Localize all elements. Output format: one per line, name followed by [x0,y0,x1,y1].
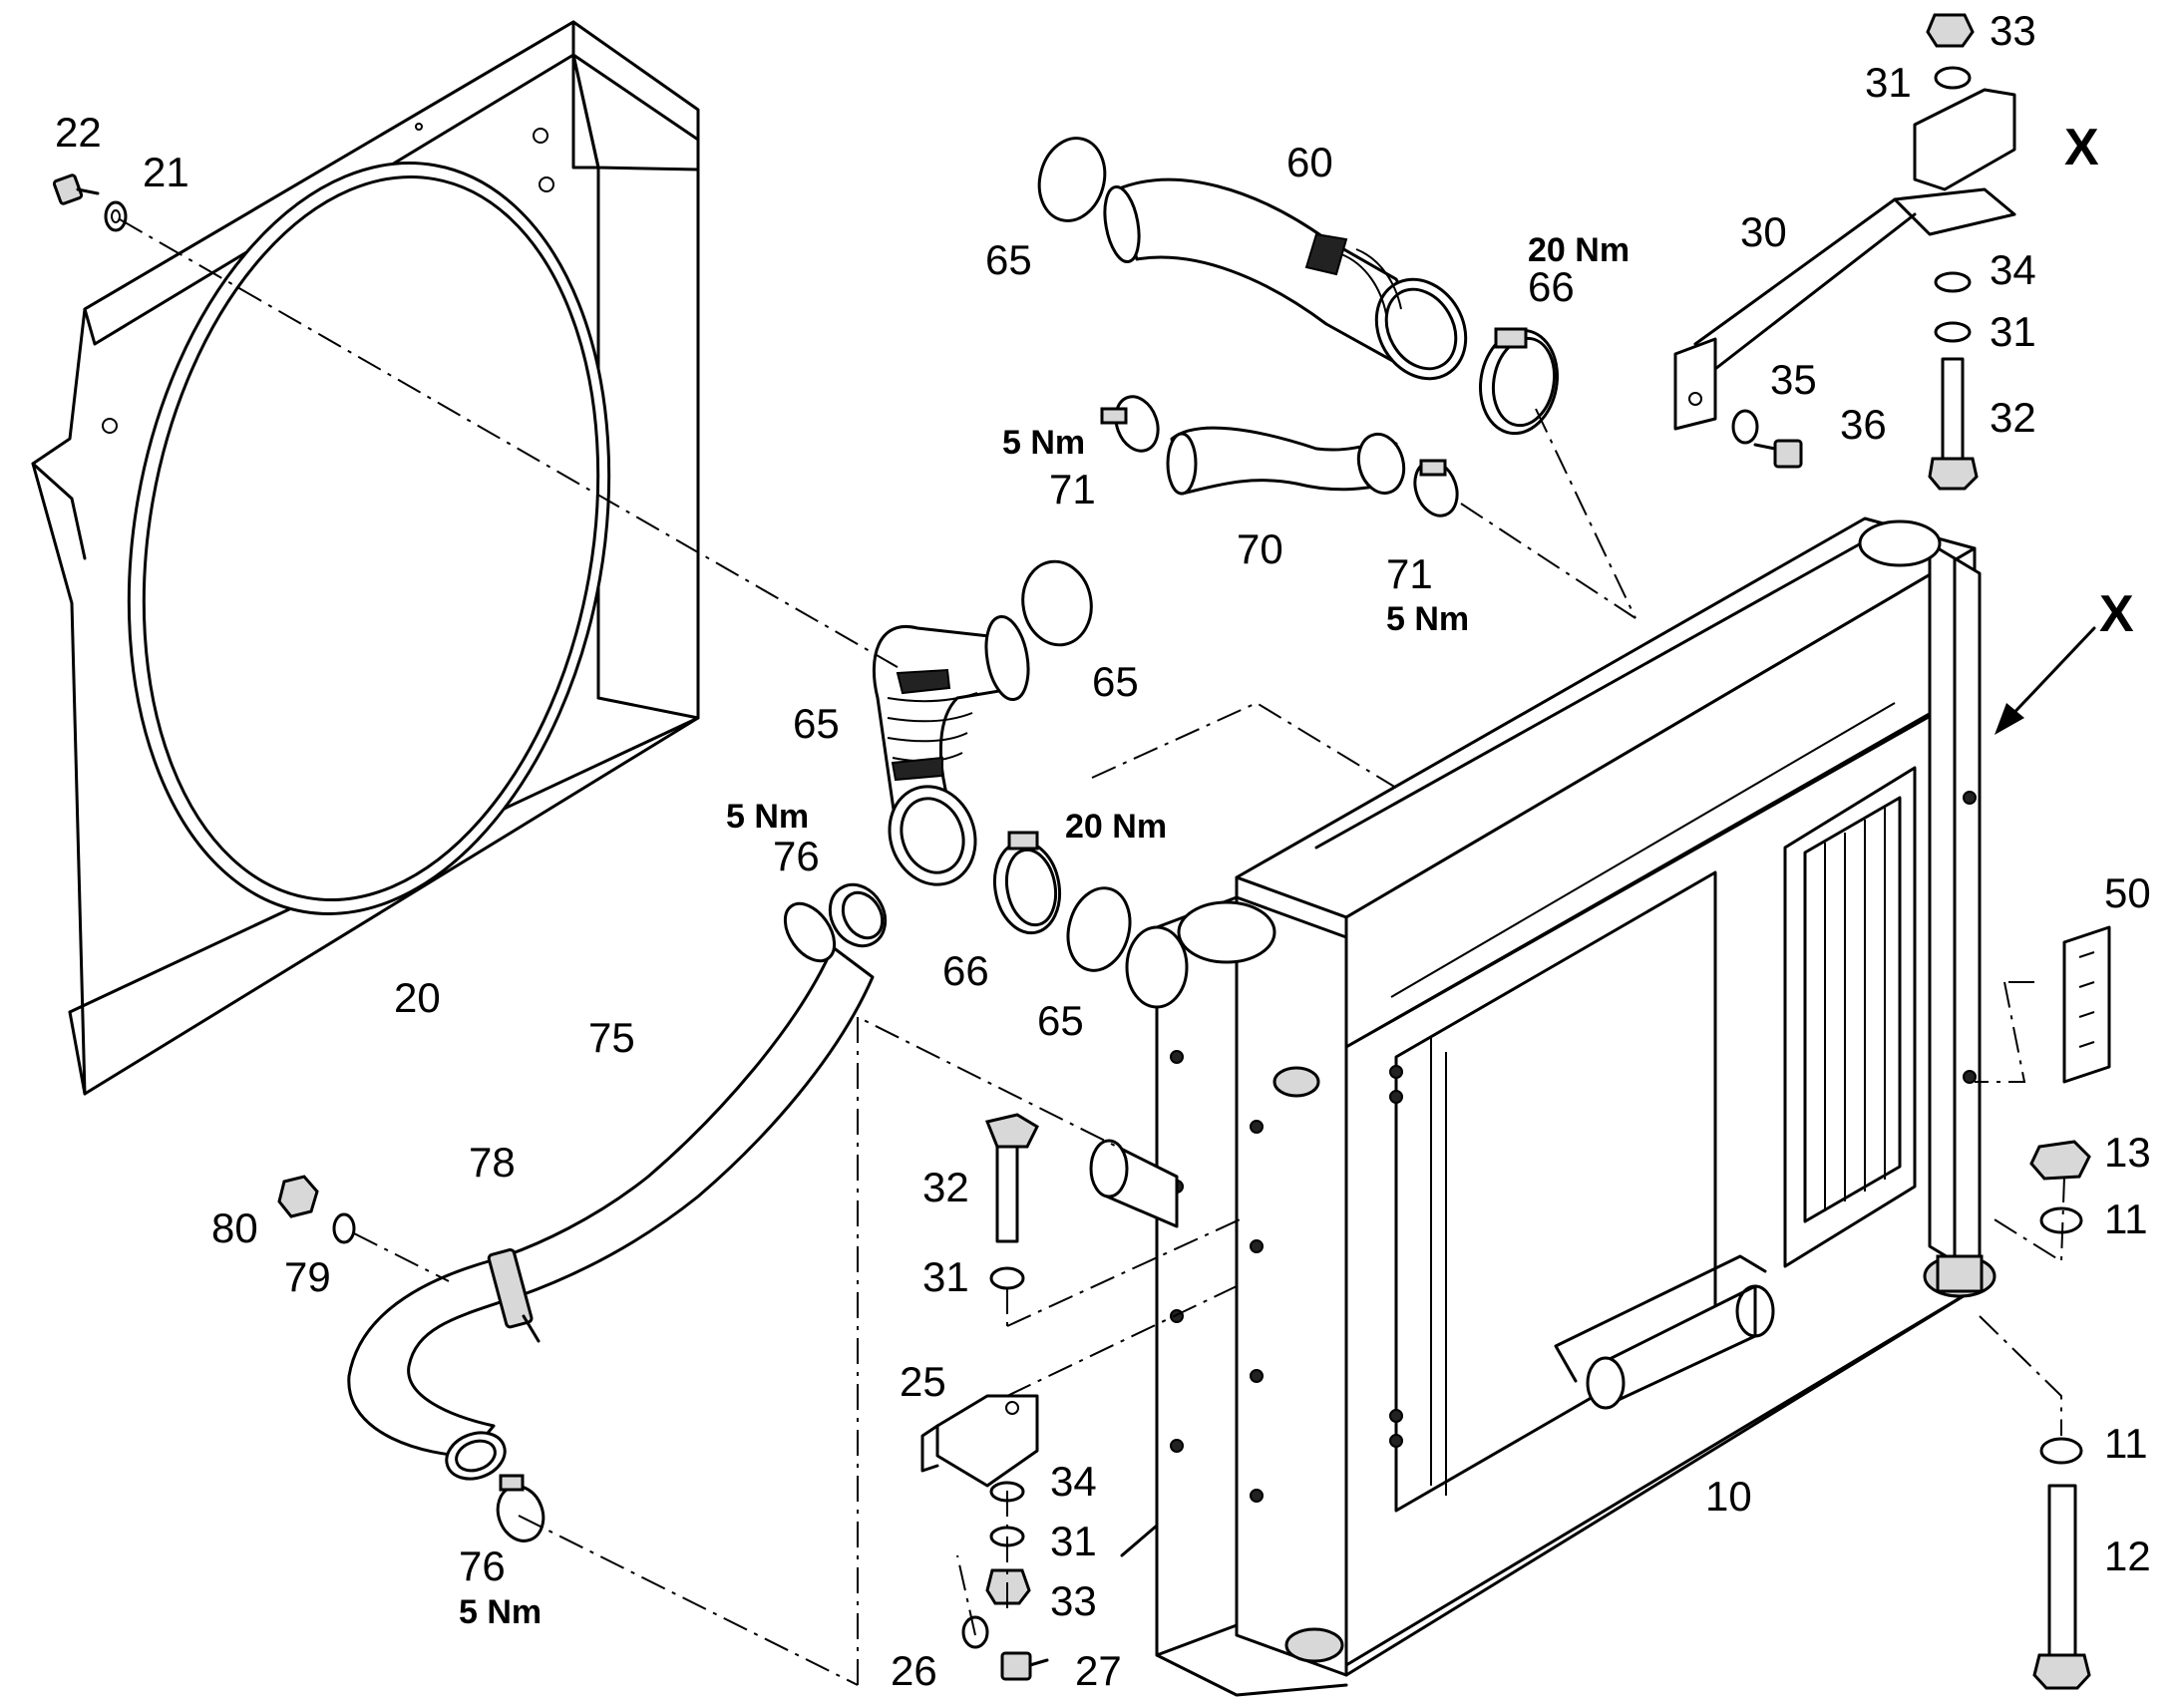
washer-11-lower [2039,1437,2083,1465]
bolt-32-lower [984,1113,1039,1243]
label-32-top: 32 [1990,394,2036,441]
label-50: 50 [2104,869,2151,916]
label-31-top2: 31 [1990,308,2036,355]
torque-76-bottom: 5 Nm [459,1593,542,1631]
label-36: 36 [1840,401,1887,448]
bolt-12 [2032,1484,2091,1690]
label-21: 21 [143,149,189,195]
o-ring-65-low [1066,886,1132,972]
washer-31-top2 [1934,321,1972,343]
torque-71-left: 5 Nm [1002,424,1085,462]
label-70: 70 [1237,525,1283,572]
nut-33-top [1926,13,1975,48]
washer-79 [332,1212,356,1244]
clamp-78 [487,1247,541,1343]
connector-50 [2062,925,2111,1084]
label-27: 27 [1075,1647,1122,1694]
label-80: 80 [211,1204,258,1251]
bolt-32-top [1928,357,1979,491]
view-x-arrow: X [2099,585,2134,643]
label-31-top: 31 [1865,59,1912,106]
torque-66-mid: 20 Nm [1065,808,1167,846]
label-66-top: 66 [1528,263,1575,310]
nut-80 [277,1175,319,1218]
label-66-mid: 66 [942,947,989,994]
clamp-71-right [1413,459,1459,517]
label-34-lower: 34 [1050,1458,1097,1505]
label-60: 60 [1286,139,1333,185]
label-75: 75 [588,1014,635,1061]
fan-shroud-20 [31,20,700,1096]
label-71-right: 71 [1386,550,1433,597]
nut-13 [2029,1140,2091,1181]
label-30: 30 [1740,208,1787,255]
washer-21 [104,200,128,232]
label-12: 12 [2104,1533,2151,1579]
view-arrow-x [1995,626,2096,735]
o-ring-65-top [1037,137,1107,222]
label-31-lower2: 31 [1050,1518,1097,1564]
label-25: 25 [900,1358,946,1405]
label-20: 20 [394,974,441,1021]
label-31-lower: 31 [922,1253,969,1300]
clamp-71-left [1100,395,1160,453]
bolt-36 [1753,439,1803,469]
clamp-76-lower [496,1474,545,1542]
label-34-top: 34 [1990,246,2036,293]
view-x-top: X [2064,119,2099,176]
label-78: 78 [469,1139,516,1186]
washer-11-upper [2039,1206,2083,1234]
hose-70 [1166,426,1406,496]
washer-31-top [1934,66,1972,90]
label-76-top: 76 [773,833,820,879]
clamp-66-mid [992,831,1062,935]
washer-34-top [1934,271,1972,293]
hose-60 [1103,177,1468,381]
bracket-25 [920,1394,1039,1488]
stay-30 [1673,88,2016,431]
torque-76-top: 5 Nm [726,798,809,836]
label-11-upper: 11 [2104,1196,2148,1242]
torque-71-right: 5 Nm [1386,600,1469,638]
label-65-left: 65 [793,700,840,747]
label-71-left: 71 [1049,466,1096,512]
label-26: 26 [891,1647,937,1694]
o-ring-65-mid [1021,559,1093,647]
label-33-lower: 33 [1050,1577,1097,1624]
clamp-66-top [1479,327,1559,436]
hose-75 [347,901,875,1481]
label-32-lower: 32 [922,1164,969,1210]
hose-elbow-65 [872,614,1030,886]
label-35: 35 [1770,356,1817,403]
assembly-centerlines [119,218,2065,1686]
bolt-27 [1000,1651,1049,1681]
drier-filter [1554,1254,1775,1410]
label-13: 13 [2104,1129,2151,1176]
label-11-lower: 11 [2104,1420,2148,1467]
torque-66-top: 20 Nm [1528,231,1630,269]
label-22: 22 [55,109,102,156]
label-65-lower: 65 [1037,997,1084,1044]
washer-35 [1731,409,1759,445]
label-33-top: 33 [1990,7,2036,54]
label-65-right: 65 [1092,658,1139,705]
washer-31-lower [989,1266,1025,1290]
label-79: 79 [284,1253,331,1300]
clamp-76-upper [828,882,888,948]
bolt-22 [52,173,100,205]
label-65-top: 65 [985,236,1032,283]
radiator-10 [1089,516,1997,1697]
label-76-bottom: 76 [459,1542,506,1589]
label-10: 10 [1705,1473,1752,1520]
